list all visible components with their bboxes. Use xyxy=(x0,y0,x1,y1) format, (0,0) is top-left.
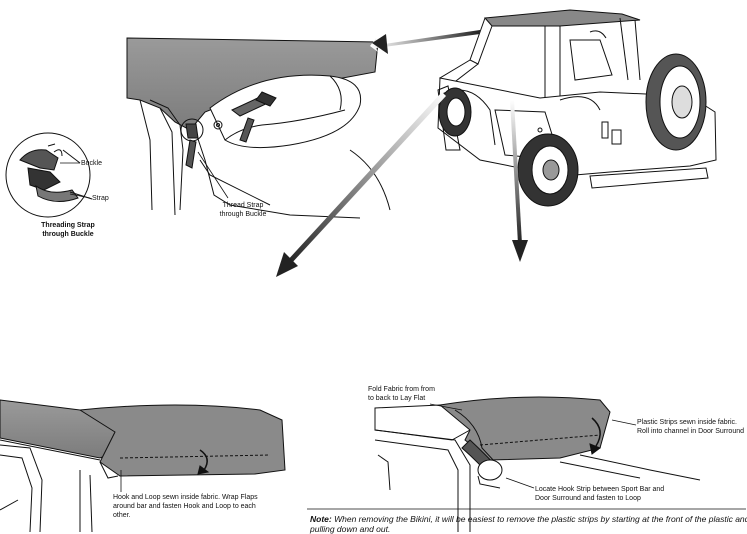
label-hook-loop: Hook and Loop sewn inside fabric. Wrap F… xyxy=(113,494,258,519)
note-text: When removing the Bikini, it will be eas… xyxy=(310,514,747,534)
plastic-strip-detail xyxy=(374,396,701,532)
hook-loop-detail xyxy=(0,399,286,532)
arrow-to-rear-detail-head xyxy=(512,240,528,262)
strap-leader xyxy=(69,193,91,199)
folded-fabric xyxy=(438,396,611,461)
thread-strap-leader xyxy=(197,151,229,199)
fabric-flap xyxy=(78,404,286,477)
jeep-bikini-top xyxy=(483,9,641,27)
arrow-to-roof-detail xyxy=(370,30,480,52)
arrow-to-side-detail xyxy=(286,92,446,265)
fold-fabric-leader xyxy=(429,403,463,411)
roof-corner-detail xyxy=(126,37,391,219)
locate-hook-leader xyxy=(505,477,535,489)
arrow-to-roof-detail-head xyxy=(372,34,388,54)
note-prefix: Note: xyxy=(310,514,332,524)
label-plastic-strips: Plastic Strips sewn inside fabric. Roll … xyxy=(637,419,745,435)
label-buckle: Buckle xyxy=(81,160,103,167)
removal-note: Note: When removing the Bikini, it will … xyxy=(310,514,747,534)
arrow-to-side-detail-head xyxy=(276,252,298,277)
buckle-zoom-circle xyxy=(5,132,93,218)
label-locate-hook: Locate Hook Strip between Sport Bar and … xyxy=(535,486,665,502)
label-fold-fabric: Fold Fabric from from to back to Lay Fla… xyxy=(368,386,435,402)
jeep-illustration xyxy=(437,9,717,207)
label-threading-strap: Threading Strap through Buckle xyxy=(41,222,95,238)
label-thread-strap: Thread Strap through Buckle xyxy=(219,202,267,218)
arrow-to-rear-detail xyxy=(510,100,522,244)
plastic-strips-leader xyxy=(611,419,637,426)
label-strap: Strap xyxy=(92,195,109,202)
